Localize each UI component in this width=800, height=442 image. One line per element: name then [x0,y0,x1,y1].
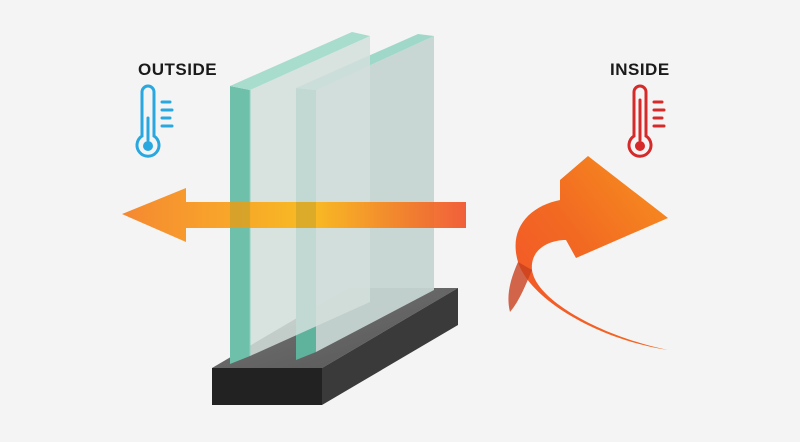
thermometer-hot-icon [627,84,666,158]
heat-loss-arrow [122,188,466,242]
thermometer-cold-icon [135,84,174,158]
inside-label: INSIDE [610,60,670,79]
heat-reflection-arrow [508,156,668,350]
outside-label: OUTSIDE [138,60,218,79]
